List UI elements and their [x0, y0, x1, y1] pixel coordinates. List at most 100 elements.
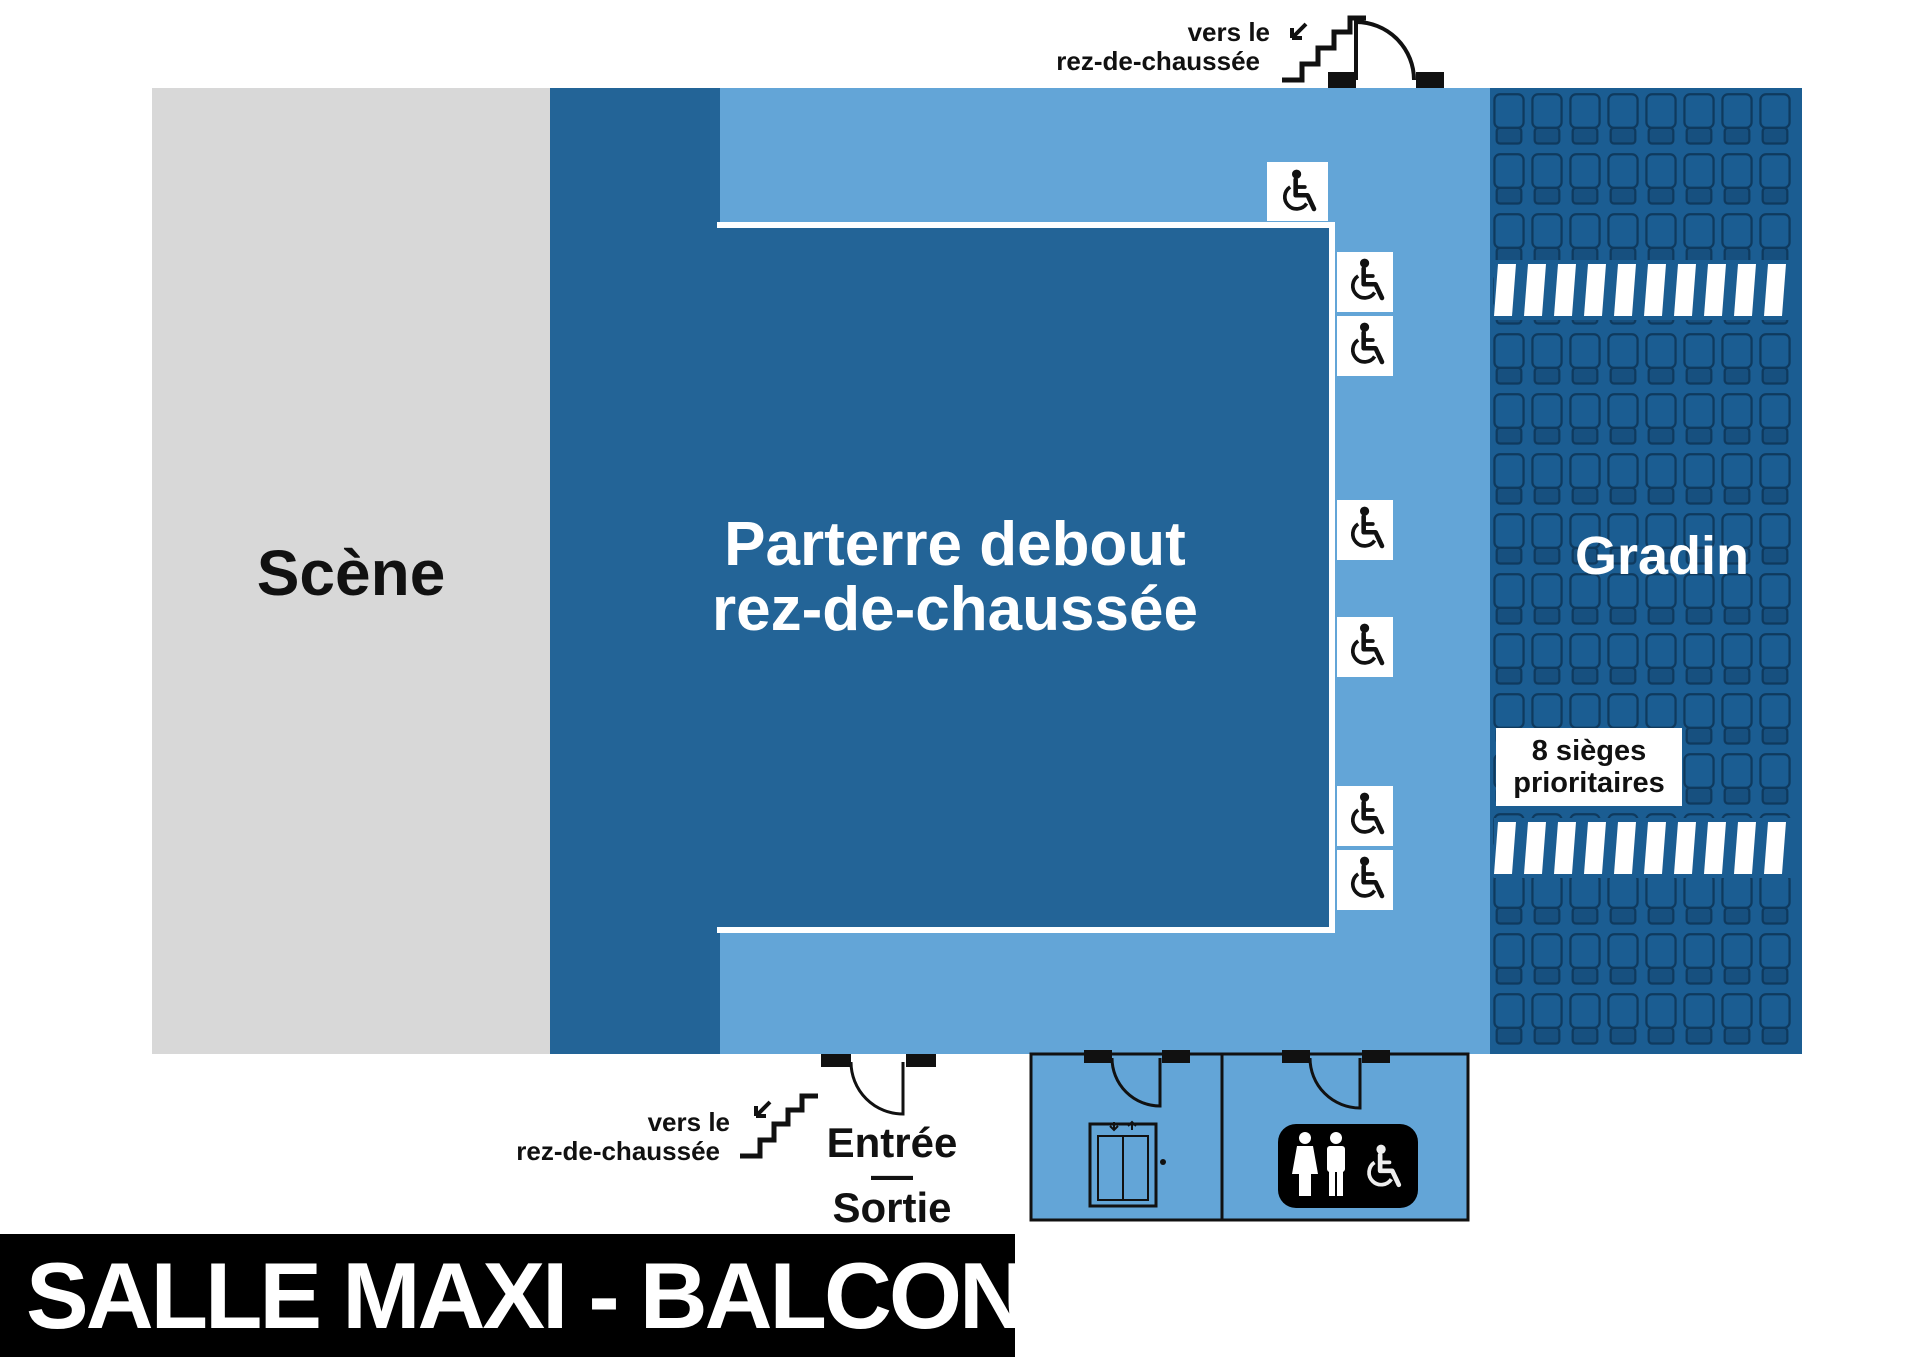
- seat-icon: [1759, 393, 1791, 445]
- seat-icon: [1531, 933, 1563, 985]
- priority-seat-stripe: [1644, 822, 1666, 874]
- seat-icon: [1531, 93, 1563, 145]
- seat-icon: [1683, 333, 1715, 385]
- venue-title: SALLE MAXI - BALCON: [26, 1242, 1027, 1348]
- seat-icon: [1683, 873, 1715, 925]
- seat-icon: [1531, 513, 1563, 565]
- seat-icon: [1759, 693, 1791, 745]
- seat-icon: [1607, 153, 1639, 205]
- seat-icon: [1759, 753, 1791, 805]
- seat-icon: [1683, 393, 1715, 445]
- seat-icon: [1721, 693, 1753, 745]
- seat-icon: [1569, 453, 1601, 505]
- seat-icon: [1645, 333, 1677, 385]
- seat-icon: [1645, 933, 1677, 985]
- door-icon: [821, 1054, 936, 1116]
- wheelchair-spot: [1337, 316, 1393, 376]
- priority-seat-stripe: [1524, 822, 1546, 874]
- seat-icon: [1607, 393, 1639, 445]
- seat-icon: [1531, 873, 1563, 925]
- seat-icon: [1759, 933, 1791, 985]
- seat-icon: [1531, 153, 1563, 205]
- wheelchair-spot: [1337, 500, 1393, 560]
- seat-icon: [1493, 153, 1525, 205]
- seat-icon: [1569, 993, 1601, 1045]
- seat-icon: [1569, 393, 1601, 445]
- seat-icon: [1569, 93, 1601, 145]
- seat-icon: [1759, 213, 1791, 265]
- seat-icon: [1683, 633, 1715, 685]
- priority-seat-row-top: [1494, 260, 1802, 320]
- title-bar: SALLE MAXI - BALCON: [0, 1234, 1027, 1357]
- seat-icon: [1531, 573, 1563, 625]
- seat-icon: [1531, 453, 1563, 505]
- seat-icon: [1493, 93, 1525, 145]
- seat-icon: [1645, 213, 1677, 265]
- seat-icon: [1683, 453, 1715, 505]
- priority-seat-stripe: [1764, 822, 1786, 874]
- gradin-label: Gradin: [1575, 526, 1749, 586]
- seat-icon: [1683, 93, 1715, 145]
- stage-label: Scène: [257, 537, 446, 609]
- priority-seat-stripe: [1584, 264, 1606, 316]
- elevator-room: [1029, 1050, 1224, 1222]
- stairs-top-label-line1: vers le: [1188, 17, 1270, 47]
- seat-icon: [1531, 333, 1563, 385]
- seat-icon: [1493, 333, 1525, 385]
- priority-seats-line2: prioritaires: [1513, 767, 1665, 799]
- entrance-label: Entrée: [827, 1119, 958, 1166]
- seat-icon: [1607, 93, 1639, 145]
- priority-seat-stripe: [1614, 822, 1636, 874]
- seat-icon: [1607, 213, 1639, 265]
- priority-seat-stripe: [1494, 264, 1516, 316]
- accessible-restroom-icon: [1278, 1124, 1418, 1208]
- stairs-top-label-line2: rez-de-chaussée: [1056, 46, 1260, 76]
- seat-icon: [1493, 213, 1525, 265]
- seat-icon: [1607, 873, 1639, 925]
- stairs-icon: [740, 1093, 818, 1159]
- priority-seat-stripe: [1494, 822, 1516, 874]
- seat-icon: [1645, 393, 1677, 445]
- priority-seat-stripe: [1704, 822, 1726, 874]
- priority-seat-stripe: [1614, 264, 1636, 316]
- stairs-bottom-label-line2: rez-de-chaussée: [516, 1136, 720, 1166]
- seat-icon: [1721, 213, 1753, 265]
- wheelchair-spot: [1267, 162, 1328, 221]
- seat-icon: [1683, 693, 1715, 745]
- seat-icon: [1569, 333, 1601, 385]
- wheelchair-spot: [1337, 850, 1393, 910]
- seat-icon: [1493, 993, 1525, 1045]
- seat-icon: [1759, 333, 1791, 385]
- wheelchair-spot: [1337, 786, 1393, 846]
- seat-icon: [1721, 333, 1753, 385]
- seat-icon: [1721, 993, 1753, 1045]
- seat-icon: [1721, 633, 1753, 685]
- wheelchair-spot: [1337, 617, 1393, 677]
- priority-seats-callout: 8 sièges prioritaires: [1496, 728, 1682, 806]
- priority-seat-stripe: [1554, 264, 1576, 316]
- seat-icon: [1493, 573, 1525, 625]
- seat-icon: [1721, 933, 1753, 985]
- seat-icon: [1493, 453, 1525, 505]
- seat-icon: [1493, 873, 1525, 925]
- stairs-bottom-label-line1: vers le: [648, 1107, 730, 1137]
- seat-icon: [1607, 633, 1639, 685]
- seat-icon: [1721, 453, 1753, 505]
- seat-icon: [1721, 93, 1753, 145]
- seat-icon: [1607, 933, 1639, 985]
- seat-icon: [1683, 993, 1715, 1045]
- elevator-icon: [1088, 1120, 1166, 1208]
- priority-seat-stripe: [1524, 264, 1546, 316]
- seat-icon: [1683, 753, 1715, 805]
- seat-icon: [1569, 933, 1601, 985]
- seat-icon: [1569, 633, 1601, 685]
- seat-icon: [1645, 873, 1677, 925]
- seat-icon: [1645, 153, 1677, 205]
- seat-icon: [1569, 153, 1601, 205]
- seat-icon: [1531, 993, 1563, 1045]
- pit-label-line1: Parterre debout: [724, 510, 1186, 579]
- stage-area: [152, 88, 550, 1054]
- stairs-icon: [1282, 15, 1366, 83]
- seat-icon: [1721, 873, 1753, 925]
